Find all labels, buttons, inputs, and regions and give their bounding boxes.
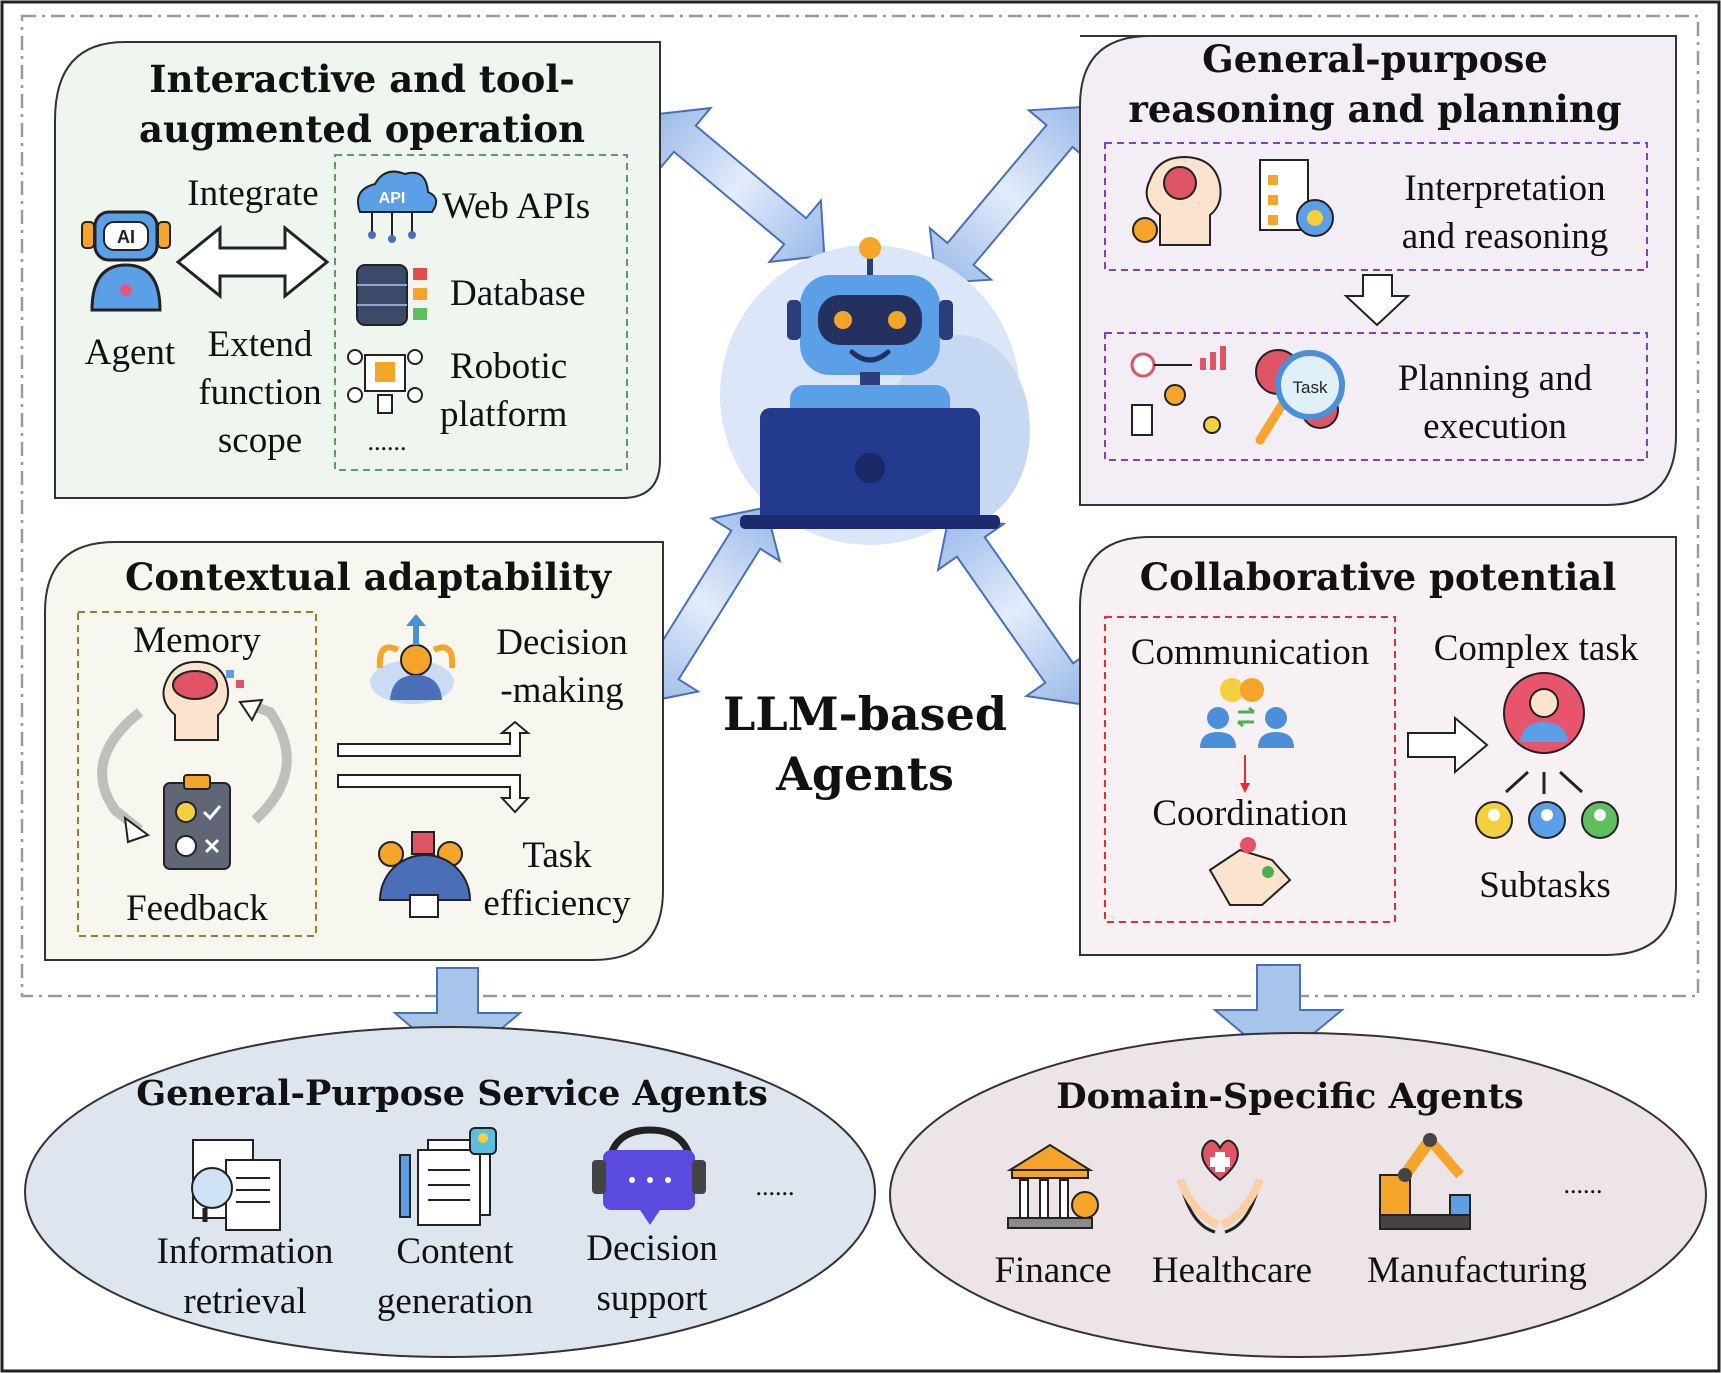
task-efficiency-line2: efficiency (483, 883, 631, 924)
robotic-platform-icon (347, 349, 423, 414)
down-arrow-icon (1343, 274, 1411, 327)
tool-platform: platform (440, 394, 568, 435)
general-ellipsis: ...... (756, 1172, 795, 1201)
svg-text:AI: AI (117, 227, 135, 247)
general-agents-title: General-Purpose Service Agents (136, 1073, 768, 1114)
decision-support-icon (592, 1126, 706, 1225)
ellipse-domain (889, 1032, 1707, 1358)
tools-ellipsis: ...... (368, 427, 407, 456)
cloud-api-icon: API (356, 170, 438, 243)
content-generation-icon (399, 1127, 497, 1226)
healthcare-label: Healthcare (1152, 1250, 1312, 1291)
extend-label-line1: Extend (208, 324, 313, 365)
database-icon (356, 264, 427, 326)
hollow-arrow-down-right (337, 774, 531, 814)
panel-interactive-title-line2: augmented operation (139, 107, 585, 151)
content-generation-line1: Content (396, 1231, 514, 1272)
panel-collaborative-title: Collaborative potential (1140, 555, 1617, 599)
info-retrieval-line1: Information (157, 1231, 334, 1272)
center-title-line2: Agents (775, 747, 954, 801)
integrate-label: Integrate (187, 173, 318, 214)
information-retrieval-icon (191, 1139, 281, 1231)
planning-line2: execution (1423, 406, 1567, 447)
decision-line1: Decision (496, 622, 628, 663)
tool-web-apis: Web APIs (442, 186, 590, 227)
task-magnifier-icon: Task (1255, 349, 1345, 445)
task-efficiency-line1: Task (522, 835, 592, 876)
finance-bank-icon (1006, 1143, 1099, 1229)
extend-label-line3: scope (218, 420, 302, 461)
decision-line2: -making (500, 670, 623, 711)
manufacturing-robot-arm-icon (1379, 1133, 1471, 1230)
subtasks-label: Subtasks (1479, 865, 1611, 906)
extend-label-line2: function (198, 372, 321, 413)
finance-label: Finance (994, 1250, 1111, 1291)
interpretation-line2: and reasoning (1402, 216, 1609, 257)
decision-support-line2: support (597, 1278, 709, 1319)
memory-label: Memory (133, 620, 261, 661)
feedback-label: Feedback (126, 888, 268, 929)
task-efficiency-icon (378, 831, 472, 918)
subtask-person-2-icon (1528, 801, 1566, 839)
domain-ellipsis: ...... (1564, 1170, 1603, 1199)
communication-box (1104, 616, 1396, 923)
robot-laptop-icon (720, 237, 1030, 545)
panel-reasoning-title-line2: reasoning and planning (1128, 87, 1621, 131)
two-way-arrow-icon (175, 224, 330, 300)
brain-gear-icon (1132, 155, 1222, 246)
interpretation-box (1104, 142, 1648, 271)
hollow-arrow-up-right (337, 720, 531, 757)
info-retrieval-line2: retrieval (183, 1281, 306, 1322)
dashed-region (20, 14, 1700, 998)
subtask-person-3-icon (1581, 801, 1619, 839)
tool-database: Database (450, 273, 586, 314)
subtask-person-1-icon (1475, 801, 1513, 839)
panel-reasoning-title-line1: General-purpose (1202, 37, 1548, 81)
panel-contextual-title: Contextual adaptability (125, 555, 613, 599)
tool-robotic: Robotic (450, 346, 567, 387)
checklist-bulb-icon (1259, 159, 1334, 237)
tools-box (334, 154, 628, 471)
panel-collaborative (1079, 536, 1677, 956)
svg-text:API: API (379, 190, 406, 207)
handshake-icon (1208, 837, 1292, 906)
interpretation-line1: Interpretation (1404, 168, 1605, 209)
svg-text:Task: Task (1293, 378, 1328, 397)
hollow-right-arrow (1407, 715, 1489, 775)
manufacturing-label: Manufacturing (1367, 1250, 1587, 1291)
cycle-arrows-icon (97, 698, 292, 844)
feedback-clipboard-icon (163, 774, 231, 870)
ai-agent-icon: AI (81, 210, 171, 312)
red-down-arrow (1240, 755, 1250, 793)
complex-task-label: Complex task (1434, 628, 1639, 669)
decision-support-line1: Decision (586, 1228, 718, 1269)
domain-agents-title: Domain-Specific Agents (1056, 1076, 1523, 1117)
content-generation-line2: generation (377, 1281, 533, 1322)
memory-brain-icon (162, 660, 244, 741)
planning-line1: Planning and (1398, 358, 1593, 399)
communication-label: Communication (1131, 632, 1369, 673)
center-title-line1: LLM-based (723, 687, 1007, 741)
planning-box (1104, 332, 1648, 461)
coordination-label: Coordination (1152, 793, 1347, 834)
complex-task-person-icon (1503, 672, 1585, 794)
memory-feedback-box (77, 611, 317, 937)
panel-interactive-title-line1: Interactive and tool- (149, 57, 574, 101)
agent-label: Agent (85, 332, 176, 373)
healthcare-icon (1176, 1139, 1264, 1234)
workflow-icon (1130, 346, 1226, 436)
communication-people-icon (1200, 678, 1294, 748)
decision-making-icon (370, 614, 456, 704)
